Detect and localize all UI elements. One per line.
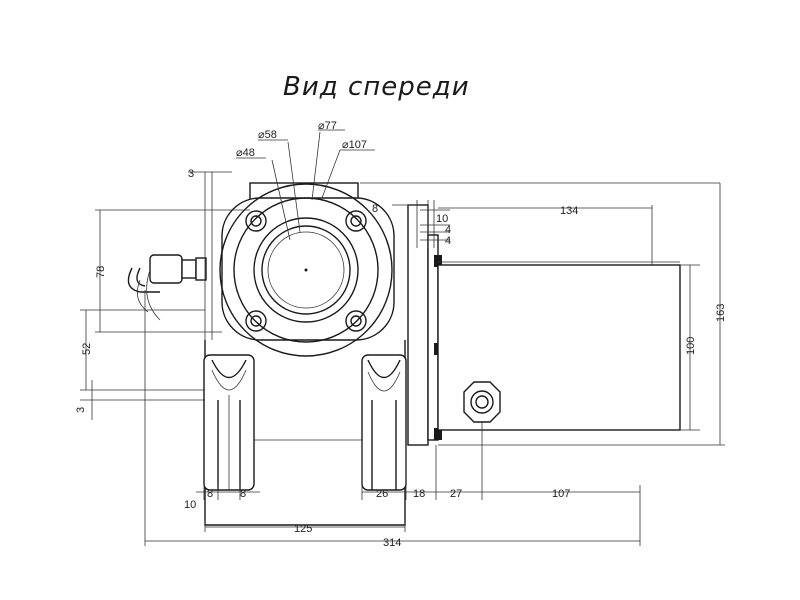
dim-label-10-bottom: 10 [184,499,196,511]
right-pulley [361,354,407,491]
dim-label-125: 125 [294,523,312,535]
dim-label-diameter-107: ⌀107 [342,139,367,151]
dim-label-134: 134 [560,205,578,217]
dim-label-diameter-77: ⌀77 [318,120,337,132]
dim-label-163: 163 [715,304,727,322]
dim-label-8b: 8 [240,488,246,500]
dim-label-3-bottom: 3 [75,407,87,413]
flange-bolt [345,310,367,332]
dim-label-26: 26 [376,488,388,500]
gearbox-body [204,182,406,526]
dim-label-107-bottom: 107 [552,488,570,500]
dim-label-10: 10 [436,213,448,225]
drawing-title: Вид спереди [283,72,470,102]
dim-label-diameter-48: ⌀48 [236,147,255,159]
cable-gland [127,254,207,321]
dim-label-18: 18 [413,488,425,500]
dim-label-52: 52 [81,343,93,355]
dim-label-4a: 4 [445,224,451,236]
flange-bolt [245,210,267,232]
dim-label-4b: 4 [445,235,451,247]
dim-label-8a: 8 [207,488,213,500]
motor-assembly [407,204,681,446]
terminal-nut [463,381,501,423]
flange-bolt [245,310,267,332]
dim-label-78: 78 [95,266,107,278]
dim-label-3-top: 3 [188,168,194,180]
dim-label-27: 27 [450,488,462,500]
left-pulley [203,354,255,491]
flange-bolt [345,210,367,232]
dim-label-diameter-58: ⌀58 [258,129,277,141]
dim-label-100: 100 [685,337,697,355]
dim-label-314: 314 [383,537,401,549]
dim-label-8: 8 [372,203,378,215]
dimension-lines [80,129,725,546]
